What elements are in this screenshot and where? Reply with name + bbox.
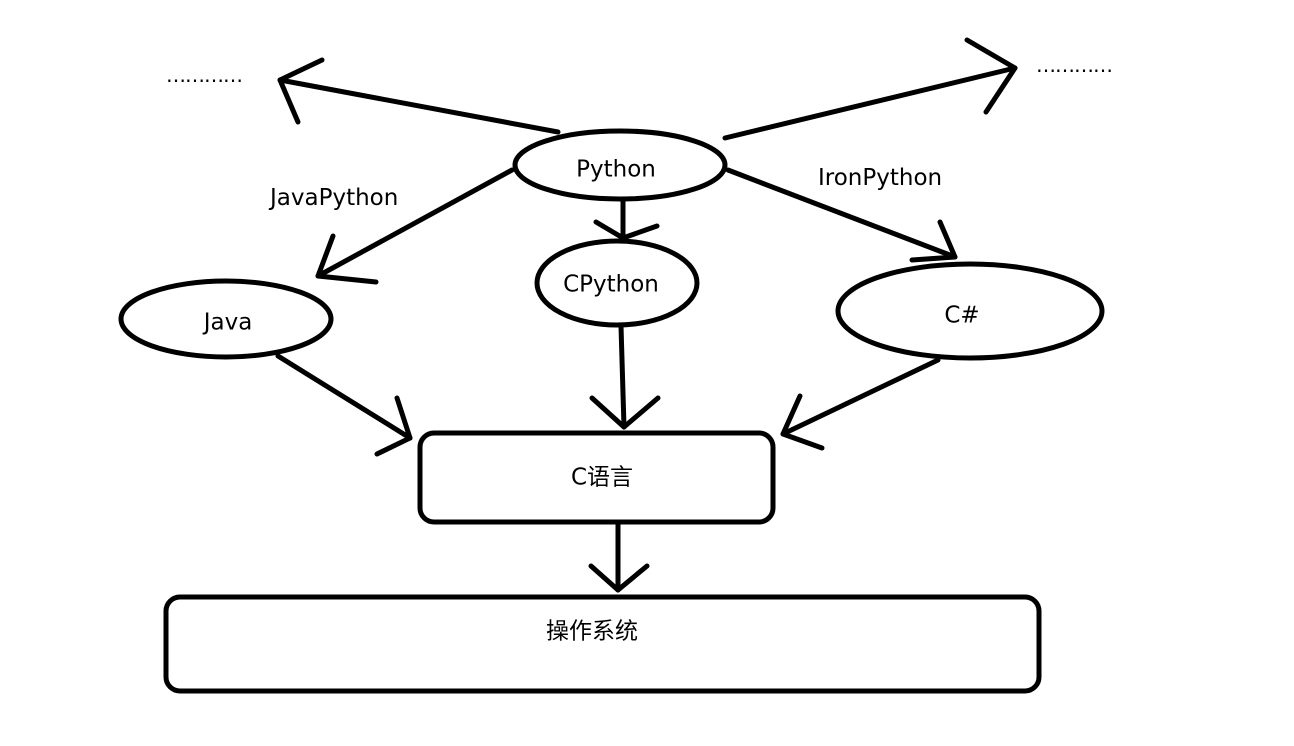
arrow-python-to-csharp [725, 167, 958, 263]
node-os: 操作系统 [163, 594, 1042, 694]
node-csharp: C# [835, 261, 1105, 361]
arrow-csharp-to-c-language [780, 357, 941, 451]
arrow-c-language-to-os [588, 519, 650, 593]
arrow-java-to-c-language [275, 353, 413, 457]
node-csharp-label: C# [944, 303, 979, 329]
node-c-language-label: C语言 [571, 465, 633, 491]
ellipsis-left: ………… [166, 63, 242, 87]
node-python: Python [512, 128, 728, 202]
arrow-python-to-right-more [722, 37, 1018, 141]
ellipsis-right: ………… [1036, 53, 1112, 77]
node-c-language: C语言 [417, 430, 776, 525]
node-cpython: CPython [534, 238, 700, 328]
node-python-label: Python [576, 157, 656, 183]
node-java-label: Java [202, 310, 253, 336]
arrow-python-to-left-more [277, 57, 561, 135]
arrow-python-to-java [315, 167, 515, 285]
arrow-cpython-to-c-language [589, 323, 661, 430]
arrow-python-to-cpython [593, 195, 660, 241]
node-cpython-label: CPython [563, 272, 659, 298]
edge-label-javapython: JavaPython [268, 185, 398, 211]
edge-label-ironpython: IronPython [818, 165, 942, 191]
node-java: Java [118, 278, 334, 360]
node-os-label: 操作系统 [546, 619, 638, 645]
connectors [275, 37, 1018, 593]
